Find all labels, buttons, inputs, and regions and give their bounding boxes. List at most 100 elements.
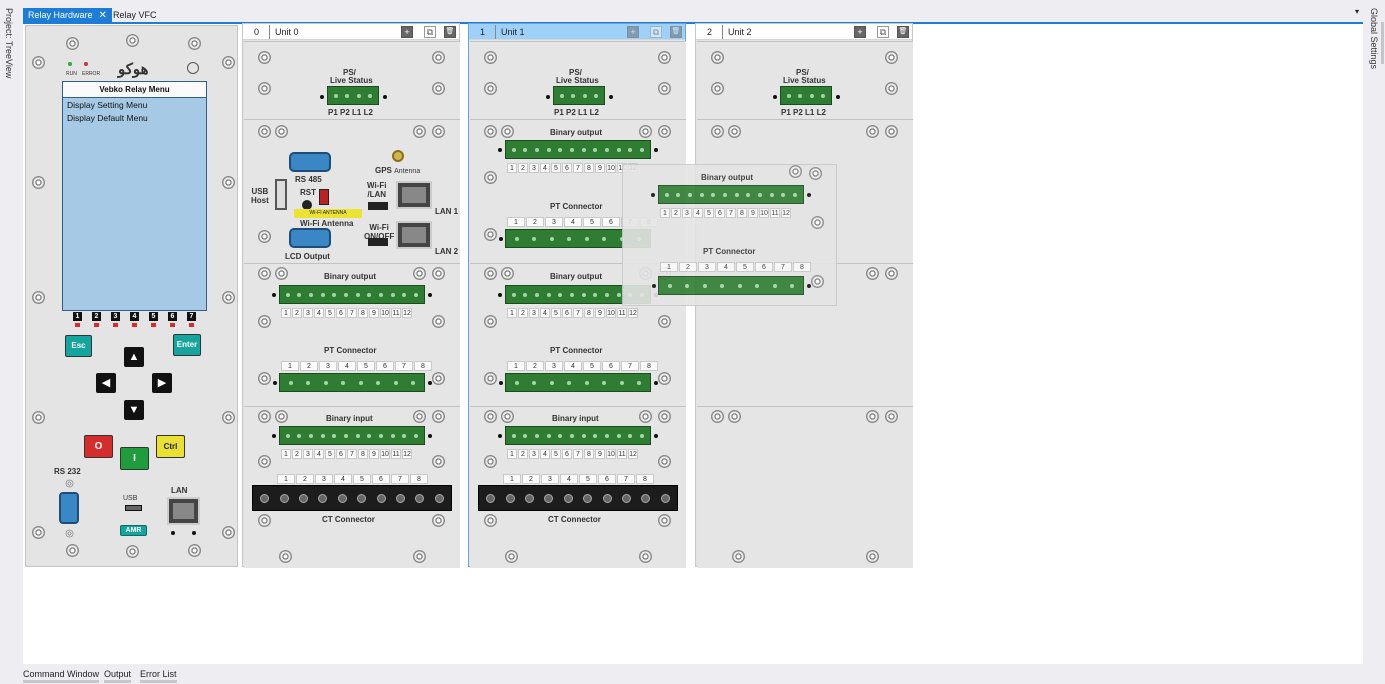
ps-card[interactable]: PS/ Live Status P1 P2 L1 L2 <box>470 41 686 119</box>
usb-port[interactable] <box>125 505 142 511</box>
tab-list-dropdown-icon[interactable]: ▾ <box>1354 7 1359 16</box>
left-arrow-button[interactable]: ◀ <box>96 373 116 393</box>
function-key-4[interactable]: 4 <box>130 312 139 321</box>
binary-output-terminal[interactable] <box>279 285 425 304</box>
binary-output-terminal[interactable] <box>658 185 804 204</box>
unit-name[interactable]: Unit 1 <box>495 25 525 39</box>
unit-name[interactable]: Unit 2 <box>722 25 752 39</box>
gps-label: GPS Antenna <box>375 166 420 175</box>
unit-name[interactable]: Unit 0 <box>269 25 299 39</box>
pt-connector-label: PT Connector <box>324 346 377 355</box>
pt-terminal[interactable] <box>505 373 651 392</box>
lcd-screen[interactable]: Vebko Relay Menu Display Setting Menu Di… <box>62 81 207 311</box>
lcd-output-port[interactable] <box>289 228 331 248</box>
rs485-port[interactable] <box>289 152 331 172</box>
copy-icon[interactable]: ⧉ <box>424 26 436 38</box>
rst-switch[interactable] <box>319 189 329 205</box>
reset-button[interactable] <box>302 200 312 210</box>
wifi-onoff-switch[interactable] <box>368 238 388 246</box>
ps-card[interactable]: PS/ Live Status P1 P2 L1 L2 <box>697 41 913 119</box>
enter-button[interactable]: Enter <box>173 334 201 356</box>
right-arrow-button[interactable]: ▶ <box>152 373 172 393</box>
tab-relay-hardware[interactable]: Relay Hardware✕ <box>23 8 112 23</box>
binary-output-label: Binary output <box>701 173 753 182</box>
close-breaker-button[interactable]: I <box>120 447 149 470</box>
ps-terminal[interactable] <box>327 86 379 105</box>
pt-terminal[interactable] <box>505 229 651 248</box>
pin-dot <box>498 148 502 152</box>
ps-card[interactable]: PS/ Live Status P1 P2 L1 L2 <box>244 41 460 135</box>
ct-terminal-block[interactable] <box>252 485 452 511</box>
tab-output[interactable]: Output <box>104 669 132 683</box>
delete-icon[interactable]: 🗑 <box>897 26 909 38</box>
function-key-6[interactable]: 6 <box>168 312 177 321</box>
lan-port[interactable] <box>167 497 200 525</box>
global-settings-tab[interactable]: Global Settings <box>1363 4 1385 664</box>
copy-icon[interactable]: ⧉ <box>650 26 662 38</box>
lan2-port[interactable] <box>396 221 432 249</box>
ctrl-button[interactable]: Ctrl <box>156 435 185 458</box>
function-key-2[interactable]: 2 <box>92 312 101 321</box>
tab-relay-vfc[interactable]: Relay VFC <box>108 8 162 23</box>
unit-header: 1 Unit 1 + ⧉ 🗑 <box>469 24 685 40</box>
binary-input-terminal[interactable] <box>505 426 651 445</box>
open-button[interactable]: O <box>84 435 113 458</box>
rs232-port[interactable] <box>59 492 79 524</box>
binary-output-terminal[interactable] <box>505 285 651 304</box>
binary-input-terminal[interactable] <box>279 426 425 445</box>
screw-icon <box>32 291 45 304</box>
wifi-lan-switch[interactable] <box>368 202 388 210</box>
add-icon[interactable]: + <box>401 26 413 38</box>
esc-button[interactable]: Esc <box>65 335 92 357</box>
unit-slot-0[interactable]: 0 Unit 0 + ⧉ 🗑 PS/ Live Status P1 P2 L1 … <box>242 23 460 568</box>
gps-connector[interactable] <box>392 150 404 162</box>
ps-terminal[interactable] <box>553 86 605 105</box>
delete-icon[interactable]: 🗑 <box>444 26 456 38</box>
ps-terminal[interactable] <box>780 86 832 105</box>
error-led <box>84 62 88 66</box>
lcd-menu-item[interactable]: Display Default Menu <box>67 113 148 123</box>
pt-terminal[interactable] <box>279 373 425 392</box>
lcd-menu-item[interactable]: Display Setting Menu <box>67 100 148 110</box>
vebko-logo: هوکو <box>118 60 149 78</box>
unit-index: 1 <box>480 27 486 37</box>
empty-card[interactable] <box>697 406 913 568</box>
ct-terminal-block[interactable] <box>478 485 678 511</box>
function-key-5[interactable]: 5 <box>149 312 158 321</box>
pin-dot <box>651 193 655 197</box>
close-icon[interactable]: ✕ <box>98 10 107 21</box>
screw-icon <box>484 125 497 138</box>
up-arrow-button[interactable]: ▲ <box>124 347 144 367</box>
binary-output-label: Binary output <box>550 128 602 137</box>
tab-error-list[interactable]: Error List <box>140 669 177 683</box>
pin-dot <box>498 434 502 438</box>
status-led <box>189 323 194 327</box>
vertical-scrollbar[interactable] <box>1381 22 1384 64</box>
function-key-1[interactable]: 1 <box>73 312 82 321</box>
lcd-menu-title: Vebko Relay Menu <box>63 82 206 98</box>
pt-connector-label: PT Connector <box>550 202 603 211</box>
function-key-7[interactable]: 7 <box>187 312 196 321</box>
tab-command-window[interactable]: Command Window <box>23 669 100 683</box>
add-icon[interactable]: + <box>854 26 866 38</box>
relay-front-panel[interactable]: RUN ERROR هوکو Vebko Relay Menu Display … <box>25 25 238 567</box>
function-key-3[interactable]: 3 <box>111 312 120 321</box>
delete-icon[interactable]: 🗑 <box>670 26 682 38</box>
lan1-port[interactable] <box>396 181 432 209</box>
down-arrow-button[interactable]: ▼ <box>124 400 144 420</box>
project-treeview-tab[interactable]: Project: TreeView <box>0 4 20 664</box>
pin-dot <box>428 293 432 297</box>
pt-terminal[interactable] <box>658 276 804 295</box>
copy-icon[interactable]: ⧉ <box>877 26 889 38</box>
usb-host-port[interactable] <box>275 179 287 210</box>
add-icon[interactable]: + <box>627 26 639 38</box>
binary-output-terminal[interactable] <box>505 140 651 159</box>
